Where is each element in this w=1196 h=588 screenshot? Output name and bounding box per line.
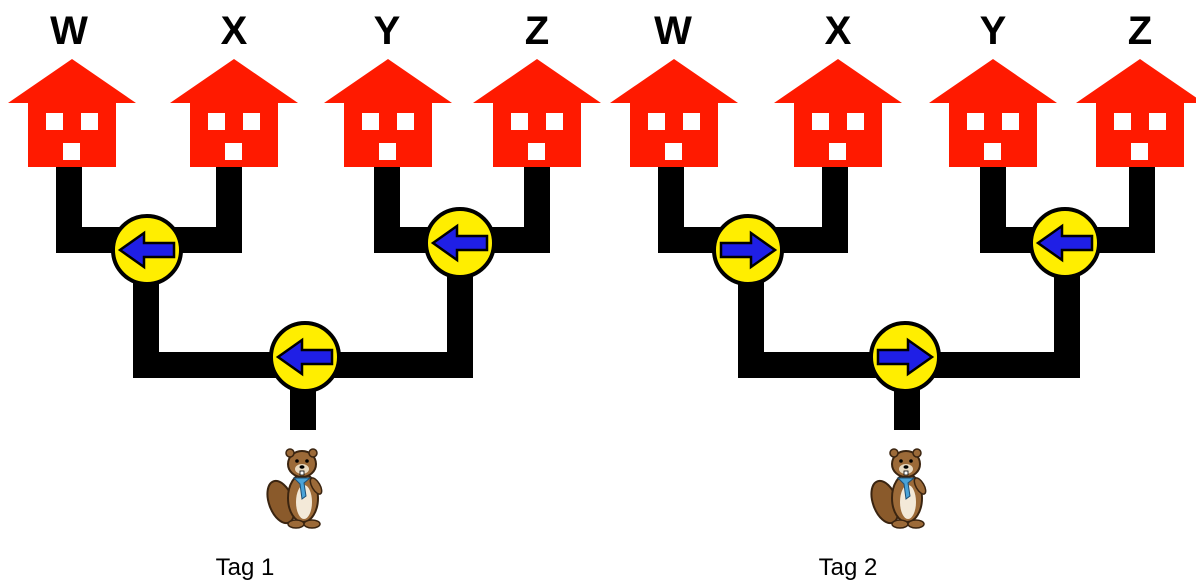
arrow-left-icon — [275, 337, 334, 377]
house-label-z: Z — [1128, 9, 1152, 53]
house-label-w: W — [50, 9, 88, 53]
arrow-right-icon — [719, 230, 778, 270]
panel-day-1: W X Y Z Tag 1 — [8, 9, 601, 581]
house-label-x: X — [825, 9, 852, 53]
house-label-y: Y — [980, 9, 1007, 53]
house-x — [170, 59, 298, 167]
arrow-left-icon — [430, 223, 489, 263]
house-z — [1076, 59, 1196, 167]
switch-right[interactable] — [424, 207, 496, 279]
house-label-x: X — [221, 9, 248, 53]
house-label-y: Y — [374, 9, 401, 53]
house-x — [774, 59, 902, 167]
beaver-icon — [870, 448, 927, 529]
house-z — [473, 59, 601, 167]
switch-bottom[interactable] — [869, 321, 941, 393]
house-y — [929, 59, 1057, 167]
panel-day-2: W X Y Z Tag 2 — [610, 9, 1196, 581]
arrow-left-icon — [117, 230, 176, 270]
arrow-left-icon — [1035, 223, 1094, 263]
switch-left[interactable] — [712, 214, 784, 286]
switch-right[interactable] — [1029, 207, 1101, 279]
switch-left[interactable] — [111, 214, 183, 286]
day-caption: Tag 1 — [216, 554, 275, 581]
arrow-right-icon — [876, 337, 935, 377]
house-w — [610, 59, 738, 167]
beaver-icon — [266, 448, 323, 529]
house-label-z: Z — [525, 9, 549, 53]
house-y — [324, 59, 452, 167]
house-w — [8, 59, 136, 167]
day-caption: Tag 2 — [819, 554, 878, 581]
house-label-w: W — [654, 9, 692, 53]
switch-bottom[interactable] — [269, 321, 341, 393]
